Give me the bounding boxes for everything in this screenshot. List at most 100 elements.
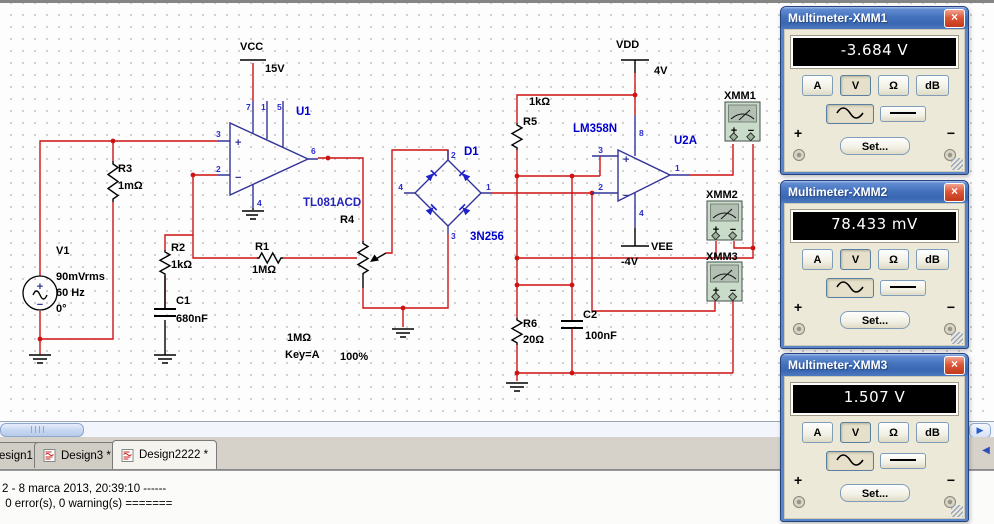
tab-design2222-label: Design2222 * xyxy=(139,449,209,461)
component-c2[interactable]: C2 100nF xyxy=(561,309,617,342)
volt-mode-button[interactable]: V xyxy=(840,422,871,443)
set-button[interactable]: Set... xyxy=(840,311,910,329)
db-mode-button[interactable]: dB xyxy=(916,75,949,96)
ac-mode-button[interactable] xyxy=(826,104,874,124)
tab-design3[interactable]: Design3 * xyxy=(34,442,120,468)
ampere-mode-button[interactable]: A xyxy=(802,249,833,270)
window-edge xyxy=(0,0,994,3)
component-u1-opamp[interactable]: 7 1 5 3 2 6 4 + − U1 TL081ACD xyxy=(216,101,361,209)
wire-r6-c2-top[interactable] xyxy=(516,176,573,321)
wire-plus-bus[interactable] xyxy=(516,150,601,177)
wire-v1-to-u1plus[interactable] xyxy=(39,140,218,276)
close-icon: × xyxy=(950,183,958,198)
dc-mode-button[interactable] xyxy=(880,280,926,296)
vcc-symbol[interactable]: VCC 15V xyxy=(240,41,285,75)
ohm-mode-button[interactable]: Ω xyxy=(878,249,909,270)
u2-plus-sign: + xyxy=(623,154,629,166)
window-title: Multimeter-XMM3 xyxy=(788,358,888,372)
ampere-mode-button[interactable]: A xyxy=(802,75,833,96)
sine-wave-icon xyxy=(836,106,864,119)
set-button[interactable]: Set... xyxy=(840,137,910,155)
v1-minus-sign: − xyxy=(37,299,43,311)
r6-ref: R6 xyxy=(523,318,537,330)
vee-symbol[interactable]: VEE -4V xyxy=(621,228,673,268)
display-frame: -3.684 V xyxy=(790,35,959,69)
scrollbar-thumb[interactable] xyxy=(0,423,84,437)
xmm1-minus: − xyxy=(748,125,754,137)
instrument-xmm3[interactable]: XMM3 + − xyxy=(706,251,743,302)
scrollbar-right-arrow[interactable]: ▶ xyxy=(969,423,991,438)
multimeter-reading: 78.433 mV xyxy=(793,212,956,240)
wire-pot-bottom[interactable] xyxy=(362,234,449,327)
display-frame: 1.507 V xyxy=(790,382,959,416)
dc-line-icon xyxy=(890,459,916,461)
ohm-mode-button[interactable]: Ω xyxy=(878,75,909,96)
tab-scroll-left-arrow[interactable]: ◀ xyxy=(979,444,993,458)
ac-mode-button[interactable] xyxy=(826,278,874,298)
component-v1[interactable]: + − V1 90mVrms 60 Hz 0° xyxy=(22,245,105,315)
ac-mode-button[interactable] xyxy=(826,451,874,471)
r3-value: 1mΩ xyxy=(118,180,143,192)
ohm-mode-button[interactable]: Ω xyxy=(878,422,909,443)
wire-output-to-pot[interactable] xyxy=(283,157,364,259)
minus-terminal-label: − xyxy=(946,299,955,315)
d1-ref: D1 xyxy=(464,146,479,158)
u1-minus-sign: − xyxy=(235,172,241,184)
window-titlebar[interactable]: Multimeter-XMM3 × xyxy=(781,354,968,376)
sine-wave-icon xyxy=(836,280,864,293)
wire-meter-rail[interactable] xyxy=(517,144,754,259)
vcc-label: VCC xyxy=(240,41,263,53)
component-r3[interactable]: R3 1mΩ xyxy=(106,161,143,202)
vdd-symbol[interactable]: VDD 4V xyxy=(616,39,668,77)
component-r2[interactable]: R2 1kΩ xyxy=(158,242,192,276)
close-button[interactable]: × xyxy=(944,8,965,28)
r2-value: 1kΩ xyxy=(171,259,192,271)
volt-mode-button[interactable]: V xyxy=(840,75,871,96)
r3-ref: R3 xyxy=(118,163,132,175)
window-titlebar[interactable]: Multimeter-XMM2 × xyxy=(781,181,968,203)
set-button[interactable]: Set... xyxy=(840,484,910,502)
component-u2a-opamp[interactable]: 3 2 8 1 4 + − LM358N U2A xyxy=(573,115,697,228)
component-r4-potentiometer[interactable]: R4 1MΩ Key=A 100% xyxy=(285,214,387,363)
dc-mode-button[interactable] xyxy=(880,453,926,469)
tab-design3-label: Design3 * xyxy=(61,449,111,462)
component-c1[interactable]: C1 680nF xyxy=(154,295,208,325)
wire-r3-branch[interactable] xyxy=(39,141,114,355)
db-mode-button[interactable]: dB xyxy=(916,249,949,270)
resize-grip[interactable] xyxy=(951,158,963,170)
close-button[interactable]: × xyxy=(944,182,965,202)
wire-to-xmm3-plus[interactable] xyxy=(591,193,716,312)
multimeter-reading: -3.684 V xyxy=(793,38,956,66)
component-r6[interactable]: R6 20Ω xyxy=(510,318,544,346)
instrument-xmm1[interactable]: XMM1 + − xyxy=(724,90,761,142)
u2-pin3: 3 xyxy=(598,145,603,155)
wire-wiper-to-bridge[interactable] xyxy=(386,149,449,254)
dc-mode-button[interactable] xyxy=(880,106,926,122)
black-stubs xyxy=(164,208,364,355)
tab-design2222[interactable]: Design2222 * xyxy=(112,440,218,469)
resize-grip[interactable] xyxy=(951,505,963,517)
resize-grip[interactable] xyxy=(951,332,963,344)
close-button[interactable]: × xyxy=(944,355,965,375)
volt-mode-button[interactable]: V xyxy=(840,249,871,270)
v1-phase: 0° xyxy=(56,303,67,315)
wire-u2-out-xmm1[interactable] xyxy=(690,144,734,176)
component-r5[interactable]: 1kΩ R5 xyxy=(510,96,550,150)
vdd-value: 4V xyxy=(654,65,668,77)
minus-terminal-label: − xyxy=(946,125,955,141)
component-r1[interactable]: R1 1MΩ xyxy=(252,241,283,276)
window-titlebar[interactable]: Multimeter-XMM1 × xyxy=(781,7,968,29)
ampere-mode-button[interactable]: A xyxy=(802,422,833,443)
minus-terminal-label: − xyxy=(946,472,955,488)
d1-pin4: 4 xyxy=(398,182,403,192)
d1-pin2: 2 xyxy=(451,150,456,160)
wire-ground-bus[interactable] xyxy=(516,301,734,381)
instrument-xmm2[interactable]: XMM2 + − xyxy=(706,189,743,241)
component-d1-bridge[interactable]: 2 4 1 3 D1 3N256 xyxy=(398,146,504,243)
r4-value: 1MΩ xyxy=(287,332,311,344)
db-mode-button[interactable]: dB xyxy=(916,422,949,443)
scrollbar-grip xyxy=(31,426,47,433)
u1-pin7: 7 xyxy=(246,102,251,112)
u1-pin2: 2 xyxy=(216,164,221,174)
